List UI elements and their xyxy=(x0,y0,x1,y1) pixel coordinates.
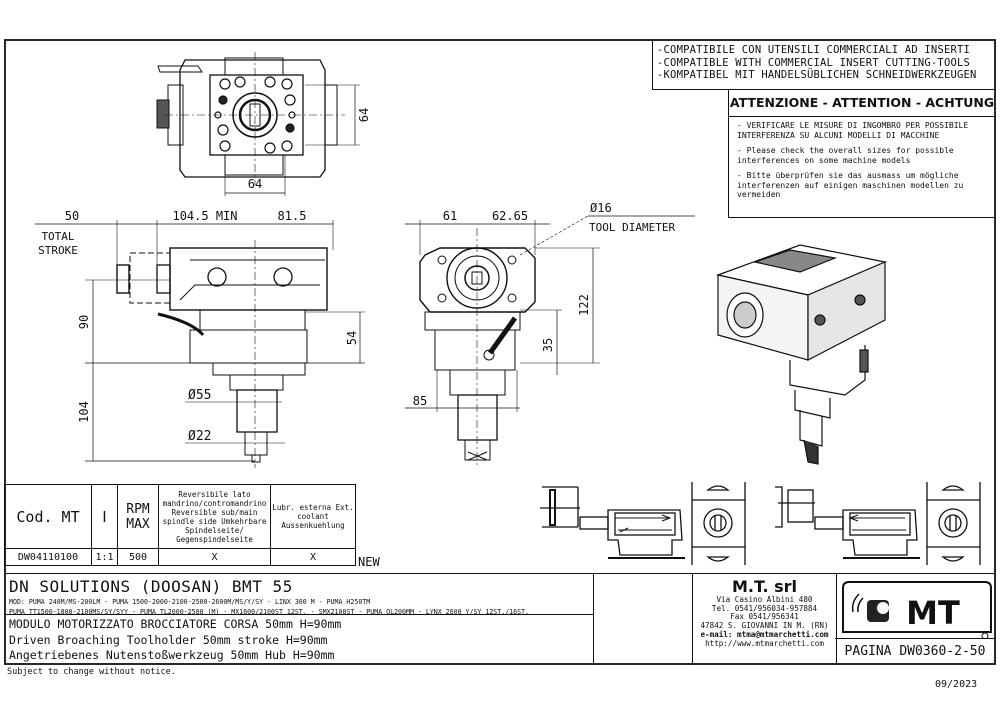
isometric-view xyxy=(715,244,888,465)
dim-front-61: 61 xyxy=(443,209,457,223)
cell-reversible: X xyxy=(158,548,271,566)
cell-coolant: X xyxy=(270,548,356,566)
title-block: DN SOLUTIONS (DOOSAN) BMT 55 MOD: PUMA 2… xyxy=(5,573,995,665)
header-ratio: I xyxy=(91,484,118,549)
tool-diameter-value: Ø16 xyxy=(590,201,612,215)
table-row: DW04110100 1:1 500 X X xyxy=(4,548,356,566)
logo-area: MT PAGINA DW0360-2-50 xyxy=(835,574,995,665)
title-block-description: DN SOLUTIONS (DOOSAN) BMT 55 MOD: PUMA 2… xyxy=(5,574,594,665)
dim-top-width: 64 xyxy=(248,177,262,191)
top-view: 64 64 xyxy=(156,52,371,196)
dim-front-62-65: 62.65 xyxy=(492,209,528,223)
dim-min-length: 104.5 MIN xyxy=(172,209,237,223)
company-fax: Fax 0541/956341 xyxy=(730,612,799,622)
company-website: http://www.mtmarchetti.com xyxy=(705,638,824,648)
company-tel: Tel. 0541/956034-957884 xyxy=(711,603,818,613)
spec-table: Cod. MT I RPM MAX Reversibile lato mandr… xyxy=(4,484,356,566)
cell-code: DW04110100 xyxy=(4,548,92,566)
attention-item-de: - Bitte überprüfen sie das ausmass um mö… xyxy=(737,171,964,199)
compat-note-de: -KOMPATIBEL MIT HANDELSÜBLICHEN SCHNEIDW… xyxy=(657,69,977,81)
compatibility-notes: -COMPATIBILE CON UTENSILI COMMERCIALI AD… xyxy=(652,40,995,90)
logo-text: MT xyxy=(906,594,960,632)
dim-width-85: 85 xyxy=(413,394,427,408)
disclaimer: Subject to change without notice. xyxy=(7,667,176,677)
dim-right-length: 81.5 xyxy=(278,209,307,223)
attention-item-en: - Please check the overall sizes for pos… xyxy=(737,146,954,165)
spec-table-header: Cod. MT I RPM MAX Reversibile lato mandr… xyxy=(4,484,356,549)
revision-date: 09/2023 xyxy=(935,679,978,690)
total-stroke-label-1: TOTAL xyxy=(41,230,74,243)
company-email: e-mail: mtma@mtmarchetti.com xyxy=(700,629,829,639)
side-view: 50 TOTAL STROKE 104.5 MIN 81.5 90 104 54… xyxy=(35,209,365,468)
dim-dia-22: Ø22 xyxy=(188,429,211,444)
desc-en: Driven Broaching Toolholder 50mm stroke … xyxy=(9,632,328,647)
attention-item-it: - VERIFICARE LE MISURE DI INGOMBRO PER P… xyxy=(737,121,969,140)
cell-rpm: 500 xyxy=(117,548,159,566)
dim-height-54: 54 xyxy=(345,331,359,345)
compat-note-it: -COMPATIBILE CON UTENSILI COMMERCIALI AD… xyxy=(657,44,971,56)
attention-box: ATTENZIONE - ATTENTION - ACHTUNG - VERIF… xyxy=(728,90,995,218)
header-code: Cod. MT xyxy=(4,484,92,549)
signal-icon xyxy=(851,593,864,613)
drawing-frame xyxy=(4,39,996,665)
company-city: 47842 S. GIOVANNI IN M. (RN) xyxy=(700,621,829,631)
header-coolant: Lubr. esterna Ext. coolant Aussenkuehlun… xyxy=(270,484,356,549)
company-info: M.T. srl Via Casino Albini 480 Tel. 0541… xyxy=(692,574,837,665)
page-number: PAGINA DW0360-2-50 xyxy=(835,638,995,665)
machine-title: DN SOLUTIONS (DOOSAN) BMT 55 xyxy=(9,577,293,596)
models-line-2: PUMA TT1500-1800-2100MS/SY/SYY - PUMA TL… xyxy=(9,608,530,616)
dim-height-104: 104 xyxy=(77,401,91,423)
product-description: MODULO MOTORIZZATO BROCCIATORE CORSA 50m… xyxy=(5,614,593,666)
dim-height-35: 35 xyxy=(541,338,555,352)
company-address: Via Casino Albini 480 xyxy=(716,595,813,604)
desc-it: MODULO MOTORIZZATO BROCCIATORE CORSA 50m… xyxy=(9,617,342,631)
header-rpm: RPM MAX xyxy=(117,484,159,549)
total-stroke-label-2: STROKE xyxy=(38,244,78,257)
mt-logo: MT xyxy=(842,581,992,639)
new-badge: NEW xyxy=(358,555,380,569)
tool-diameter-label: TOOL DIAMETER xyxy=(589,221,675,234)
models-line-1: MOD: PUMA 240M/MS-200LM - PUMA 1500-2000… xyxy=(9,598,371,606)
cell-ratio: 1:1 xyxy=(91,548,118,566)
desc-de: Angetriebenes Nutenstoßwerkzeug 50mm Hub… xyxy=(9,648,335,662)
dim-height-122: 122 xyxy=(577,294,591,316)
company-name: M.T. srl xyxy=(731,577,798,596)
attention-heading: ATTENZIONE - ATTENTION - ACHTUNG xyxy=(729,90,995,117)
compat-note-en: -COMPATIBLE WITH COMMERCIAL INSERT CUTTI… xyxy=(657,56,971,69)
dim-top-height: 64 xyxy=(357,108,371,122)
spindle-schematic-main xyxy=(540,482,746,565)
front-view: 61 62.65 Ø16 TOOL DIAMETER 122 35 85 xyxy=(405,201,695,468)
header-reversible: Reversibile lato mandrino/contromandrino… xyxy=(158,484,271,549)
spindle-schematic-sub xyxy=(775,482,981,565)
dim-dia-55: Ø55 xyxy=(188,388,211,403)
dim-height-90: 90 xyxy=(77,315,91,329)
dim-stroke: 50 xyxy=(65,209,79,223)
